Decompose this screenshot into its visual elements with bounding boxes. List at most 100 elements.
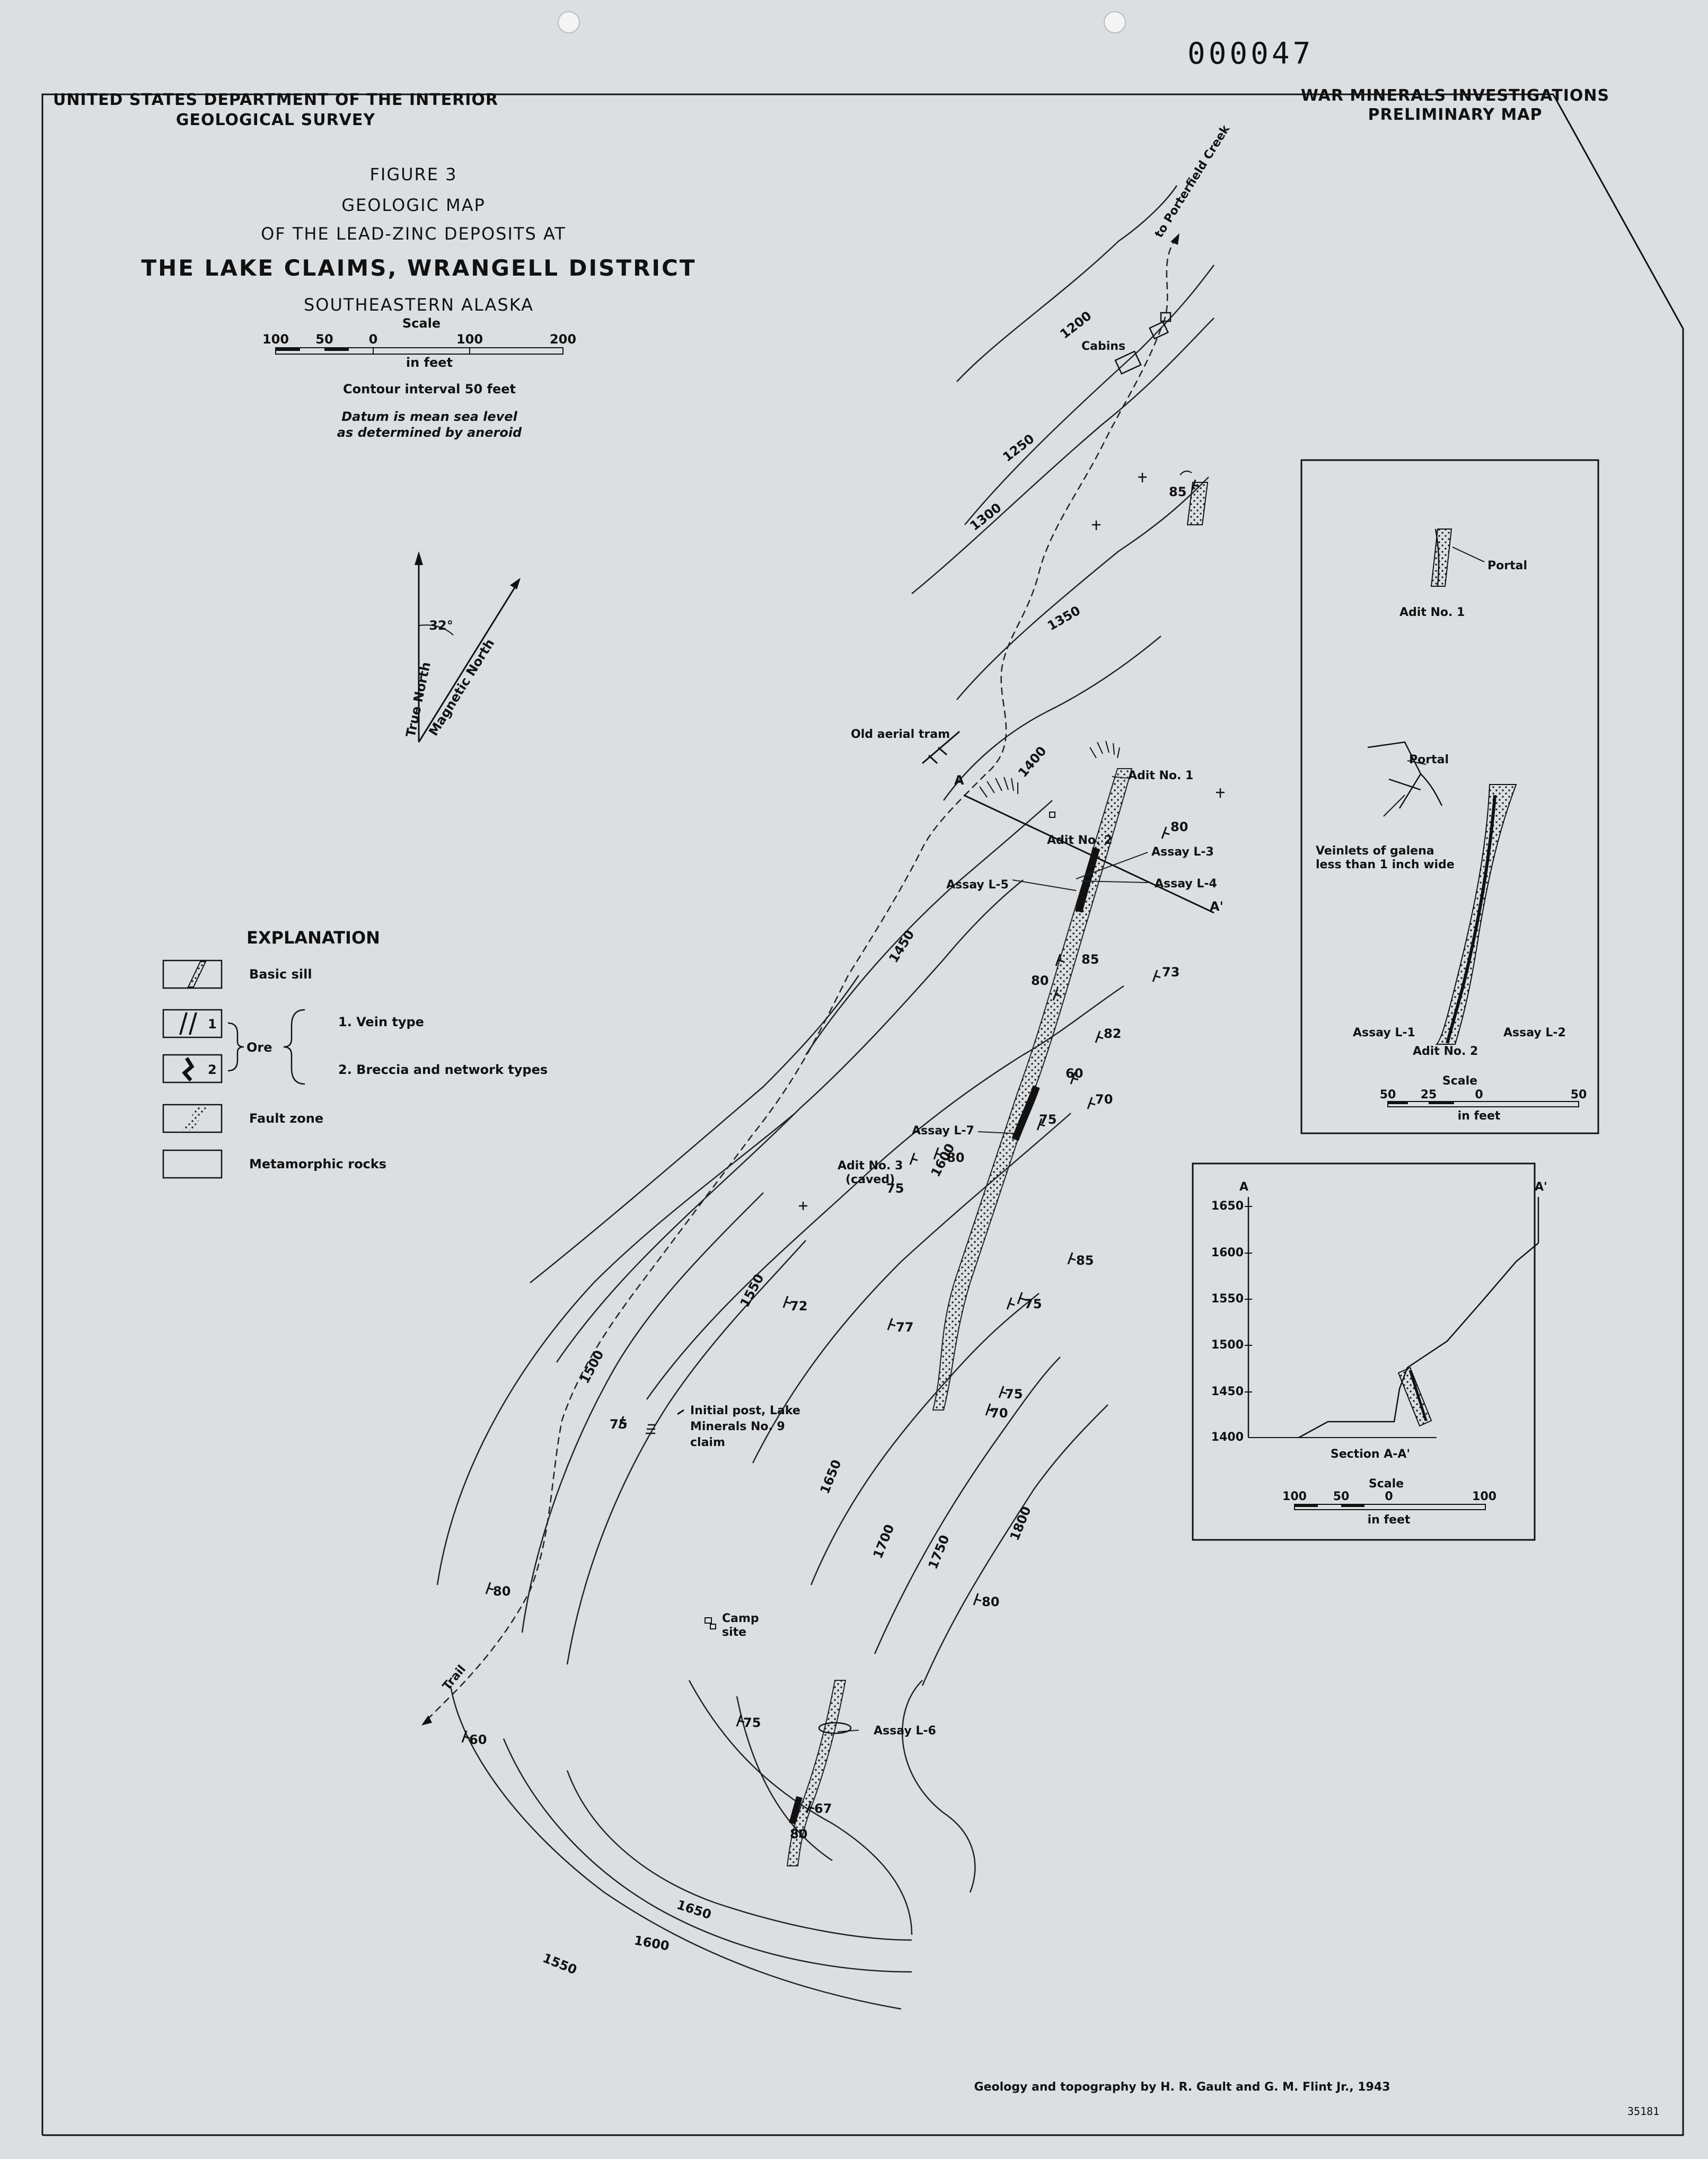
fault-zone-south (786, 1680, 847, 1866)
inset-assay-l1: Assay L-1 (1353, 1026, 1415, 1039)
inset-portal-2: Portal (1409, 753, 1449, 766)
small-structure (1049, 812, 1055, 818)
legend-swatch-vein (162, 1009, 223, 1038)
section-elev-label: 1400 (1211, 1431, 1244, 1444)
inset-plan-scale-label: Scale (1442, 1074, 1477, 1088)
legend-metamorphic: Metamorphic rocks (249, 1157, 386, 1171)
dip-label: 60 (1066, 1066, 1083, 1081)
scale-tick-100: 100 (456, 332, 483, 347)
legend-ore-2-num: 2 (208, 1062, 217, 1077)
scale-tick-100-left: 100 (262, 332, 289, 347)
figure-number: FIGURE 3 (369, 164, 457, 184)
label-adit-3: Adit No. 3 (838, 1159, 903, 1173)
credit-line: Geology and topography by H. R. Gault an… (974, 2081, 1390, 2094)
dip-labels: 85 80 85 73 80 82 60 70 75 80 75 72 77 7… (469, 484, 1188, 1841)
label-initial-post-3: claim (690, 1436, 725, 1449)
tie-marks (646, 473, 1225, 1434)
binder-hole (558, 11, 580, 33)
title-line1: GEOLOGIC MAP (341, 195, 486, 215)
section-scale-unit: in feet (1368, 1513, 1411, 1527)
section-scale-label: Scale (1369, 1477, 1404, 1491)
inset-plan: Portal Adit No. 1 Portal Veinlets of gal… (1300, 459, 1599, 1134)
scale-tick-50: 50 (315, 332, 333, 347)
label-old-aerial-tram: Old aerial tram (851, 728, 950, 741)
legend-heading: EXPLANATION (246, 928, 380, 948)
dip-label: 70 (1095, 1092, 1113, 1107)
section-inset-a: A (1239, 1180, 1248, 1194)
old-aerial-tram (922, 730, 960, 764)
label-assay-l5: Assay L-5 (946, 878, 1009, 892)
legend: EXPLANATION Basic sill 1 2 Ore 1. Vein t… (162, 928, 548, 1179)
dip-label: 80 (493, 1584, 510, 1599)
dip-label: 77 (896, 1320, 913, 1335)
label-assay-l4: Assay L-4 (1155, 877, 1217, 891)
dip-label: 85 (1169, 484, 1186, 499)
inset-veinlets-1: Veinlets of galena (1316, 844, 1434, 858)
section-elev-label: 1600 (1211, 1246, 1244, 1259)
header-right-line1: WAR MINERALS INVESTIGATIONS (1301, 86, 1609, 105)
section-line (963, 794, 1214, 914)
dip-label: 80 (790, 1827, 807, 1841)
contour-interval: Contour interval 50 feet (343, 382, 516, 396)
dip-label: 67 (814, 1801, 832, 1816)
dip-label: 85 (1076, 1253, 1094, 1268)
inset-plan-scale-25: 25 (1421, 1088, 1437, 1101)
scale-tick-0: 0 (369, 332, 378, 347)
title-region: SOUTHEASTERN ALASKA (304, 295, 534, 315)
dip-label: 80 (1031, 973, 1049, 988)
label-assay-l7: Assay L-7 (912, 1124, 974, 1138)
dip-label: 73 (1162, 965, 1179, 980)
inset-adit-2: Adit No. 2 (1413, 1045, 1478, 1058)
ore-body (1075, 847, 1100, 913)
dip-label: 80 (1170, 819, 1188, 834)
legend-ore: Ore (246, 1040, 272, 1055)
inset-plan-scale-50l: 50 (1380, 1088, 1396, 1101)
dip-label: 75 (743, 1715, 761, 1730)
label-initial-post-1: Initial post, Lake (690, 1404, 800, 1417)
section-scale-50: 50 (1333, 1490, 1350, 1503)
camp-site-marker (705, 1617, 712, 1624)
claim-post (677, 1409, 684, 1415)
title-line2: OF THE LEAD-ZINC DEPOSITS AT (261, 224, 566, 244)
label-adit-1: Adit No. 1 (1128, 769, 1193, 782)
scale-tick-200: 200 (550, 332, 576, 347)
dip-label: 80 (982, 1594, 999, 1609)
section-elev-label: 1500 (1211, 1338, 1244, 1352)
dip-label: 75 (1024, 1297, 1042, 1311)
legend-breccia-type: 2. Breccia and network types (338, 1062, 548, 1077)
cabins-label: Cabins (1081, 340, 1125, 353)
legend-fault-zone: Fault zone (249, 1111, 323, 1126)
label-assay-l6: Assay L-6 (874, 1724, 936, 1738)
mine-dumps (979, 470, 1192, 798)
title-main: THE LAKE CLAIMS, WRANGELL DISTRICT (141, 255, 696, 281)
section-a-label: A (954, 773, 964, 788)
dip-label: 70 (990, 1406, 1008, 1421)
inset-section: A A' 1650 1600 1550 1500 1450 1400 Secti… (1192, 1162, 1547, 1541)
label-adit-2: Adit No. 2 (1047, 834, 1112, 847)
section-elev-label: 1450 (1211, 1385, 1244, 1398)
ore-body (789, 1796, 803, 1825)
section-scale-100: 100 (1472, 1490, 1496, 1503)
map-border (41, 93, 1684, 2136)
cabins: Cabins (1081, 312, 1172, 375)
map-labels: to Porterfield Creek Old aerial tram Adi… (440, 122, 1232, 1738)
section-title: Section A-A' (1331, 1448, 1410, 1461)
inset-assay-l2: Assay L-2 (1503, 1026, 1566, 1039)
inset-plan-scale-0: 0 (1475, 1088, 1483, 1101)
datum-line1: Datum is mean sea level (341, 409, 517, 424)
section-elev-label: 1650 (1211, 1200, 1244, 1213)
contour-lines (436, 185, 1214, 2010)
file-stamp: 35181 (1627, 2105, 1659, 2118)
legend-swatch-metamorphic (162, 1149, 223, 1179)
scale-unit: in feet (406, 355, 453, 370)
dip-label: 75 (886, 1181, 904, 1196)
ore-body (1011, 1085, 1040, 1141)
binder-hole (1104, 11, 1126, 33)
datum-line2: as determined by aneroid (337, 425, 522, 440)
dip-label: 85 (1081, 952, 1099, 967)
label-adit-3-caved: (caved) (846, 1173, 895, 1186)
main-scale-bar: Scale 100 50 0 100 200 in feet Contour i… (262, 316, 576, 440)
label-camp-site-1: Camp (722, 1612, 759, 1625)
